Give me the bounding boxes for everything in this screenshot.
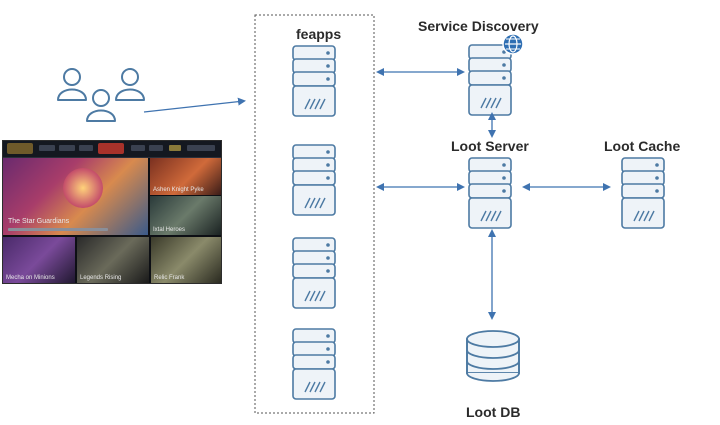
loot-server	[468, 157, 512, 229]
database-icon	[466, 330, 520, 382]
feapps-label: feapps	[296, 26, 342, 42]
loot-server-label: Loot Server	[451, 138, 529, 154]
service-discovery-server	[468, 44, 512, 116]
news-tile-caption: Relic Frank	[154, 275, 185, 281]
hero-subtext	[8, 228, 108, 231]
news-tile-caption: Mecha on Minions	[6, 275, 55, 281]
feapps-server-3	[292, 237, 336, 309]
client-profile	[187, 145, 215, 151]
news-tile-caption: Ixtal Heroes	[153, 227, 186, 233]
client-logo	[7, 143, 33, 154]
client-nav-item	[79, 145, 93, 151]
client-nav-item	[39, 145, 55, 151]
client-nav-item	[131, 145, 145, 151]
loot-cache-label: Loot Cache	[604, 138, 681, 154]
hero-banner: The Star Guardians	[3, 158, 148, 235]
client-nav-item	[59, 145, 75, 151]
client-currency	[169, 145, 181, 151]
news-tile-2: Ixtal Heroes	[150, 196, 221, 235]
hero-art	[63, 168, 103, 208]
news-tile-caption: Ashen Knight Pyke	[153, 187, 204, 193]
news-tile-5: Relic Frank	[151, 237, 221, 283]
loot-cache-server	[621, 157, 665, 229]
client-topbar	[3, 141, 221, 158]
users-icon	[57, 68, 145, 122]
feapps-server-4	[292, 328, 336, 400]
feapps-group-box	[254, 14, 375, 414]
client-play-button	[98, 143, 124, 154]
users-to-feapps-arrow	[143, 97, 246, 113]
news-tile-1: Ashen Knight Pyke	[150, 158, 221, 195]
news-tile-3: Mecha on Minions	[3, 237, 75, 283]
news-tile-caption: Legends Rising	[80, 275, 122, 281]
service-discovery-label: Service Discovery	[418, 18, 539, 34]
feapps-server-2	[292, 144, 336, 216]
feapps-server-1	[292, 45, 336, 117]
client-nav-item	[149, 145, 163, 151]
hero-caption: The Star Guardians	[8, 218, 70, 225]
news-tile-4: Legends Rising	[77, 237, 149, 283]
game-client-screenshot: The Star Guardians Ashen Knight Pyke Ixt…	[2, 140, 222, 284]
globe-icon	[502, 33, 524, 55]
loot-db-label: Loot DB	[466, 404, 521, 420]
